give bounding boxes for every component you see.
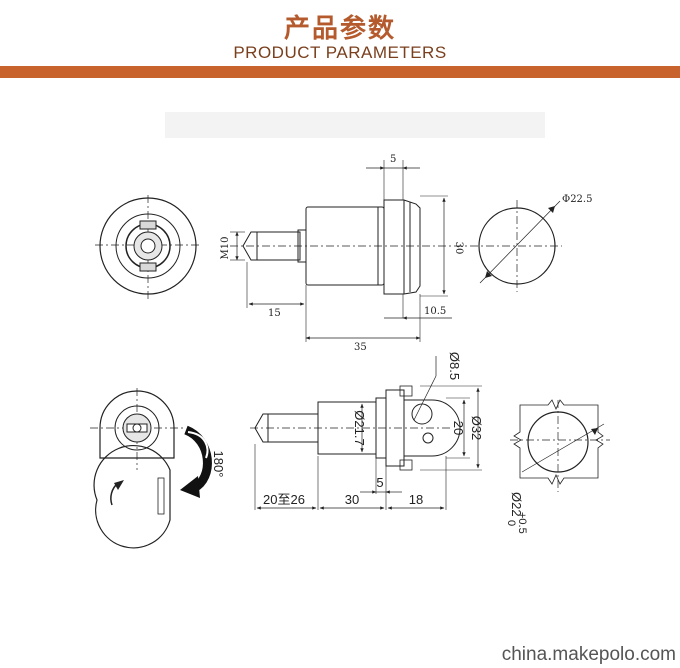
dim-phi22: Ø22 [509, 492, 524, 517]
title-en: PRODUCT PARAMETERS [233, 43, 447, 62]
tol-minus: 0 [505, 520, 517, 526]
top-side-view [230, 160, 470, 342]
dim-20-26: 20至26 [263, 492, 305, 507]
top-dimension-labels: 5 M10 30 15 10.5 35 Φ22.5 [220, 154, 592, 353]
dim-phi8-5: Ø8.5 [447, 352, 462, 380]
dim-5-bottom: 5 [376, 475, 383, 490]
dim-phi21-7: Ø21.7 [352, 410, 367, 445]
dim-15: 15 [268, 308, 281, 319]
watermark: china.makepolo.com [501, 644, 676, 665]
dim-30: 30 [453, 242, 464, 255]
dim-30-bottom: 30 [345, 492, 359, 507]
header-band [0, 66, 680, 78]
top-front-view [95, 195, 200, 300]
rotation-arrow [180, 425, 212, 498]
tol-plus: +0.5 [516, 512, 528, 534]
dim-phi32: Ø32 [469, 416, 484, 441]
dim-phi22-5: Φ22.5 [562, 194, 592, 205]
bottom-front-view [90, 388, 185, 549]
dim-m10: M10 [220, 237, 231, 260]
title-cn: 产品参数 [283, 14, 396, 44]
dim-20-bottom: 20 [451, 421, 466, 435]
bottom-dimension-labels: Ø8.5 Ø21.7 20 Ø32 180° 5 20至26 30 18 Ø22… [211, 352, 528, 534]
dim-5-top: 5 [390, 154, 396, 165]
header: 产品参数 PRODUCT PARAMETERS [0, 0, 680, 78]
bottom-cutout-view [510, 399, 610, 492]
bottom-side-view [250, 356, 482, 510]
dim-180: 180° [211, 451, 226, 478]
dim-10-5: 10.5 [424, 306, 446, 317]
dim-35: 35 [354, 342, 367, 353]
top-cutout-view [470, 200, 562, 292]
background-strokes [165, 112, 545, 138]
dim-18: 18 [409, 492, 423, 507]
